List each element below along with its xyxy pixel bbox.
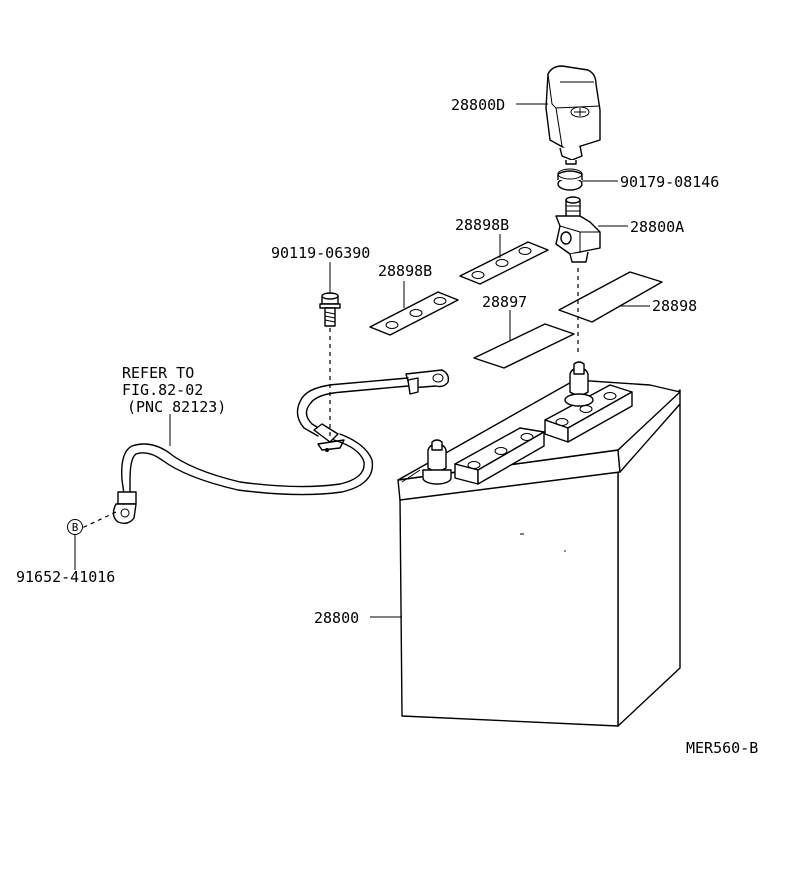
bolt[interactable] <box>319 292 341 327</box>
sheet-small[interactable] <box>473 323 575 369</box>
label-bolt: 90119-06390 <box>271 244 370 262</box>
battery[interactable] <box>397 361 681 727</box>
leader-lines <box>74 103 650 618</box>
label-battery: 28800 <box>314 609 359 627</box>
positive-terminal-clamp[interactable] <box>555 196 601 263</box>
label-refer-line2: FIG.82-02 <box>122 381 203 399</box>
label-cover: 28800D <box>451 96 505 114</box>
label-terminal: 28800A <box>630 218 684 236</box>
label-b-bolt: 91652-41016 <box>16 568 115 586</box>
positive-post <box>564 361 594 407</box>
sheet-large[interactable] <box>558 271 663 323</box>
nut[interactable] <box>557 168 583 191</box>
battery-cable[interactable] <box>112 369 450 525</box>
insulator-plate-upper[interactable] <box>459 241 549 285</box>
b-marker-label: B <box>72 521 79 534</box>
insulator-plate-lower[interactable] <box>369 291 459 336</box>
terminal-cover[interactable] <box>545 65 601 165</box>
b-marker: B <box>67 519 83 535</box>
label-sheet-small: 28897 <box>482 293 527 311</box>
label-refer-line3: (PNC 82123) <box>127 398 226 416</box>
label-sheet-large: 28898 <box>652 297 697 315</box>
assembly-lines <box>81 268 579 529</box>
negative-post <box>422 439 452 485</box>
label-figure-code: MER560-B <box>686 739 758 757</box>
label-refer-line1: REFER TO <box>122 364 194 382</box>
label-insulator-lower: 28898B <box>378 262 432 280</box>
label-insulator-upper: 28898B <box>455 216 509 234</box>
label-nut: 90179-08146 <box>620 173 719 191</box>
